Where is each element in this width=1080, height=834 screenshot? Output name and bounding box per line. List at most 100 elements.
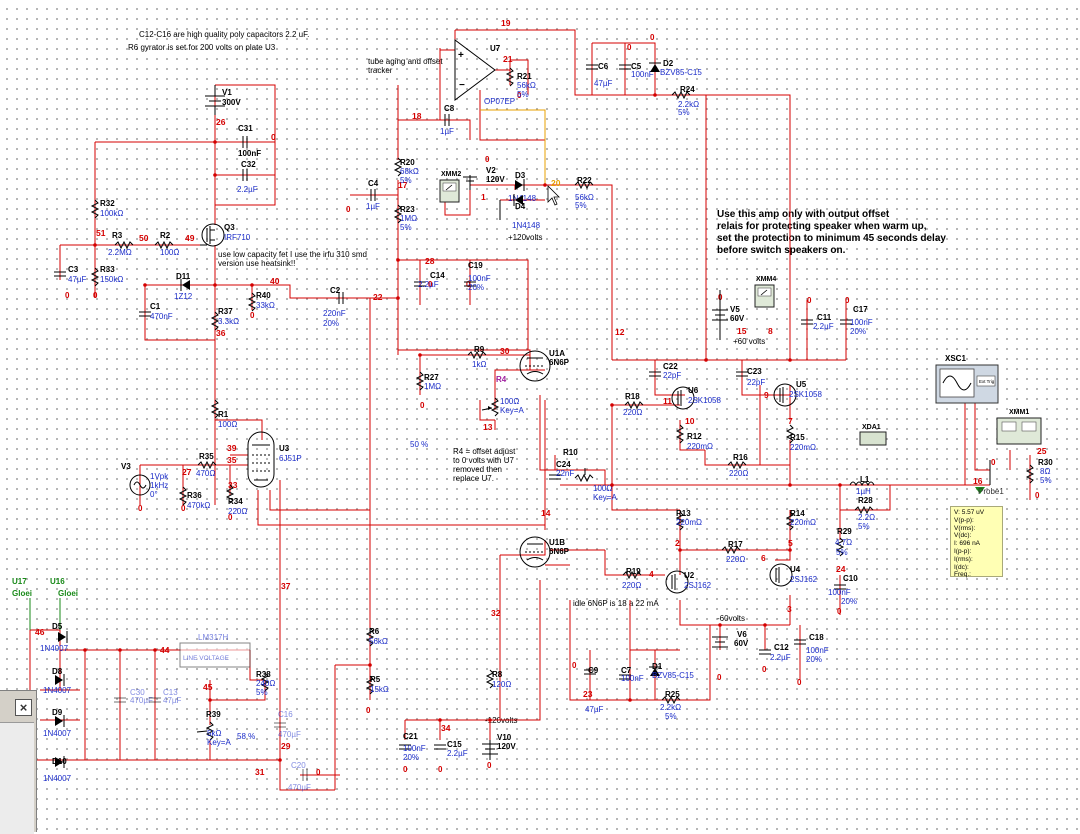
ac-source-v3[interactable]: V3 1Vpk 1kHz 0° (121, 462, 169, 499)
resistor-r19[interactable]: R19 220Ω (622, 567, 642, 590)
capacitor-c23[interactable]: C23 22pF (736, 367, 765, 387)
resistor-r12[interactable]: R12 220mΩ (675, 424, 713, 451)
capacitor-c5[interactable]: C5 100nF (619, 62, 654, 79)
inductor-l1[interactable]: L1 1µH (849, 475, 875, 496)
capacitor-c19[interactable]: C19 100nF 20% (464, 261, 491, 292)
capacitor-c8[interactable]: C8 1µF (440, 104, 455, 136)
resistor-r5[interactable]: R5 15kΩ (365, 675, 389, 695)
mosfet-u5[interactable]: U5 2SK1058 (773, 380, 822, 407)
resistor-r37[interactable]: R37 3.3kΩ (210, 307, 239, 331)
diode-d10[interactable]: D10 1N4007 (43, 756, 72, 783)
resistor-r20[interactable]: R20 68kΩ 5% (393, 157, 419, 185)
close-icon[interactable]: × (15, 699, 32, 716)
resistor-r30[interactable]: R30 8Ω 5% (1025, 458, 1053, 485)
resistor-r38[interactable]: R38 240Ω 5% (256, 670, 275, 697)
resistor-r2[interactable]: R2 100Ω (154, 231, 179, 257)
capacitor-c2[interactable]: C2 220nF 20% (323, 286, 346, 328)
diode-d4[interactable]: D4 1N4148 (512, 194, 541, 230)
resistor-r22[interactable]: R22 56kΩ 5% (574, 176, 594, 210)
potentiometer-r10[interactable]: R10 100Ω Key=A (563, 448, 617, 502)
resistor-r17[interactable]: R17 220Ω (721, 540, 745, 564)
capacitor-c4[interactable]: C4 1µF (366, 179, 380, 211)
capacitor-c14[interactable]: C14 2.2µF (414, 271, 445, 289)
probe-marker-probe1[interactable]: Probe1 (975, 487, 1004, 496)
resistor-r18[interactable]: R18 220Ω (623, 392, 644, 417)
potentiometer-r39[interactable]: R39 5kΩ Key=A (196, 710, 231, 747)
capacitor-c17[interactable]: C17 100nF 20% (840, 305, 873, 336)
resistor-r35[interactable]: R35 470Ω (196, 452, 217, 478)
vacuum-tube-u1a[interactable]: U1A 6N6P (519, 349, 570, 382)
capacitor-c31[interactable]: C31 100nF (238, 124, 261, 158)
battery-v10[interactable]: V10 120V (482, 733, 516, 760)
zener-diode-d1[interactable]: D1 BZV85-C15 (649, 662, 694, 680)
opamp-u7[interactable]: + − U7 OP07EP (454, 39, 515, 106)
diode-d8[interactable]: D8 1N4007 (43, 667, 72, 695)
multimeter-xmm4[interactable]: XMM4 (754, 276, 776, 308)
capacitor-c21[interactable]: C21 100nF 20% (399, 732, 426, 762)
battery-v2[interactable]: V2 120V (463, 166, 505, 190)
capacitor-c11[interactable]: C11 2.2µF (801, 313, 834, 331)
resistor-r13[interactable]: R13 220mΩ (675, 509, 702, 531)
distortion-analyzer-xda1[interactable]: XDA1 (859, 424, 887, 446)
resistor-r40[interactable]: R40 33kΩ (247, 291, 275, 312)
battery-v6[interactable]: V6 60V (712, 630, 749, 648)
capacitor-c9[interactable]: C9 47µF (584, 666, 604, 714)
oscilloscope-xsc1[interactable]: Ext Trig XSC1 (935, 354, 999, 404)
regulator-lm317[interactable]: LM317H LINE VOLTAGE (179, 633, 251, 668)
capacitor-c22[interactable]: C22 22pF (649, 362, 681, 380)
mosfet-u2[interactable]: U2 2SJ162 (665, 570, 712, 594)
capacitor-c1[interactable]: C1 470nF (139, 302, 173, 321)
resistor-r25[interactable]: R25 2.2kΩ 5% (660, 690, 681, 721)
lamp-u16[interactable]: U16 Gloei (50, 577, 78, 630)
resistor-r29[interactable]: R29 4.7Ω 5% (835, 527, 852, 557)
capacitor-c10[interactable]: C10 100nF 20% (828, 574, 858, 606)
multimeter-xmm1[interactable]: XMM1 (996, 409, 1042, 445)
diode-d5[interactable]: D5 1N4007 (40, 622, 69, 653)
resistor-r14[interactable]: R14 220mΩ (785, 509, 816, 531)
capacitor-c32[interactable]: C32 2.2µF (237, 160, 258, 194)
diode-d11[interactable]: D11 1Z12 (174, 272, 193, 301)
zener-diode-d2[interactable]: D2 BZV85-C15 (649, 59, 702, 77)
capacitor-c30[interactable]: C30 470µF (114, 688, 153, 705)
vacuum-tube-u1b[interactable]: U1B 6N6P (519, 536, 570, 568)
resistor-r27[interactable]: R27 1MΩ (415, 371, 441, 391)
battery-v1[interactable]: V1 300V (205, 85, 241, 115)
resistor-r36[interactable]: R36 470kΩ (178, 486, 210, 510)
resistor-r23[interactable]: R23 1MΩ 5% (393, 204, 417, 232)
capacitor-c13[interactable]: C13 47µF (149, 688, 182, 705)
resistor-r32[interactable]: R32 100kΩ (90, 199, 123, 219)
capacitor-c24[interactable]: C24 22nF (549, 460, 574, 480)
capacitor-c3[interactable]: C3 47µF (54, 265, 87, 284)
resistor-r15[interactable]: R15 220mΩ (785, 424, 816, 452)
resistor-r33[interactable]: R33 150kΩ (90, 265, 123, 287)
diode-d9[interactable]: D9 1N4007 (43, 708, 72, 738)
resistor-r34[interactable]: R34 220Ω (225, 484, 247, 516)
capacitor-c15[interactable]: C15 2.2µF (434, 740, 468, 758)
resistor-r24[interactable]: R24 2.2kΩ 5% (671, 85, 699, 117)
mosfet-u6[interactable]: U6 2SK1058 (671, 386, 721, 410)
battery-v5[interactable]: V5 60V (712, 290, 745, 340)
side-dialog-window[interactable]: × (0, 690, 37, 834)
capacitor-c7[interactable]: C7 100nF (619, 666, 644, 683)
capacitor-c12[interactable]: C12 2.2µF (759, 643, 791, 662)
resistor-r9[interactable]: R9 1kΩ (467, 345, 486, 369)
mosfet-q3[interactable]: Q3 IRF710 (200, 223, 251, 247)
capacitor-c16[interactable]: C16 470µF (274, 710, 301, 739)
resistor-r21[interactable]: R21 56kΩ 5% (505, 67, 536, 99)
multimeter-xmm2[interactable]: XMM2 (439, 171, 461, 203)
resistor-r1[interactable]: R1 100Ω (210, 399, 237, 429)
potentiometer-r4[interactable]: R4 100Ω Key=A (481, 375, 524, 417)
resistor-r16[interactable]: R16 220Ω (727, 453, 748, 478)
capacitor-c6[interactable]: C6 47µF (586, 62, 613, 88)
vacuum-tube-u3[interactable]: U3 6J51P (247, 431, 302, 488)
capacitor-c20[interactable]: C20 470µF (288, 761, 311, 792)
resistor-r8[interactable]: R8 120Ω (485, 669, 511, 689)
capacitor-c18[interactable]: C18 100nF 20% (794, 633, 829, 664)
resistor-r3[interactable]: R3 2.2MΩ (108, 231, 134, 257)
mosfet-u4[interactable]: U4 2SJ162 (769, 563, 818, 587)
resistor-r6[interactable]: R6 56kΩ (365, 627, 388, 647)
resistor-r28[interactable]: R28 2.2Ω 5% (854, 496, 875, 531)
lamp-u17[interactable]: U17 Gloei (12, 577, 32, 630)
